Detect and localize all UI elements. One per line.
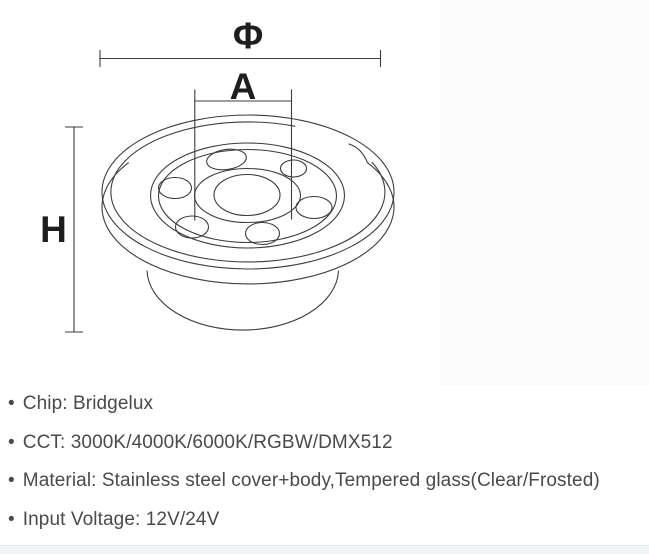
bullet-icon: • [8,470,15,491]
bullet-icon: • [8,431,15,453]
dimension-drawing-svg: Φ A H [40,16,395,333]
technical-drawing: Φ A H [40,16,395,333]
bullet-icon: • [8,508,15,530]
dimension-lines [64,49,382,333]
led-hole-top-right [279,159,308,178]
spec-list: • Chip: Bridgelux • CCT: 3000K/4000K/6000K… [8,385,643,539]
flange-rim-underside [101,143,395,285]
led-hole-left [157,176,193,200]
fixture-outline [101,114,395,331]
spec-text-material: Material: Stainless steel cover+body,Tem… [22,470,600,491]
spec-text-cct: CCT: 3000K/4000K/6000K/RGBW/DMX512 [22,431,393,453]
phi-dimension-label: Φ [233,16,263,57]
spec-item-cct: • CCT: 3000K/4000K/6000K/RGBW/DMX512 [8,424,643,463]
spec-text-chip: Chip: Bridgelux [22,393,154,414]
spec-text-input-voltage: Input Voltage: 12V/24V [22,508,220,530]
background-region [440,0,649,386]
dimension-labels: Φ A H [40,16,263,251]
bezel-outer-ring [149,142,346,249]
spec-item-material: • Material: Stainless steel cover+body,Te… [8,462,643,501]
spec-item-input-voltage: • Input Voltage: 12V/24V [8,501,643,540]
a-dimension-label: A [230,66,257,107]
led-hole-top [206,148,247,171]
body-bowl [146,270,340,331]
center-holder-inner [213,173,281,217]
flange-outer-edge [101,114,395,270]
bezel-inner-ring [157,148,338,244]
center-holder-outer [193,167,302,224]
led-hole-right [295,195,333,220]
spec-item-chip: • Chip: Bridgelux [8,385,643,424]
bullet-icon: • [8,393,15,414]
h-dimension-label: H [40,209,67,250]
flange-inner-edge [110,121,386,263]
led-hole-bottom-right [244,221,281,246]
section-divider [0,545,649,554]
led-hole-bottom-left [174,215,210,239]
